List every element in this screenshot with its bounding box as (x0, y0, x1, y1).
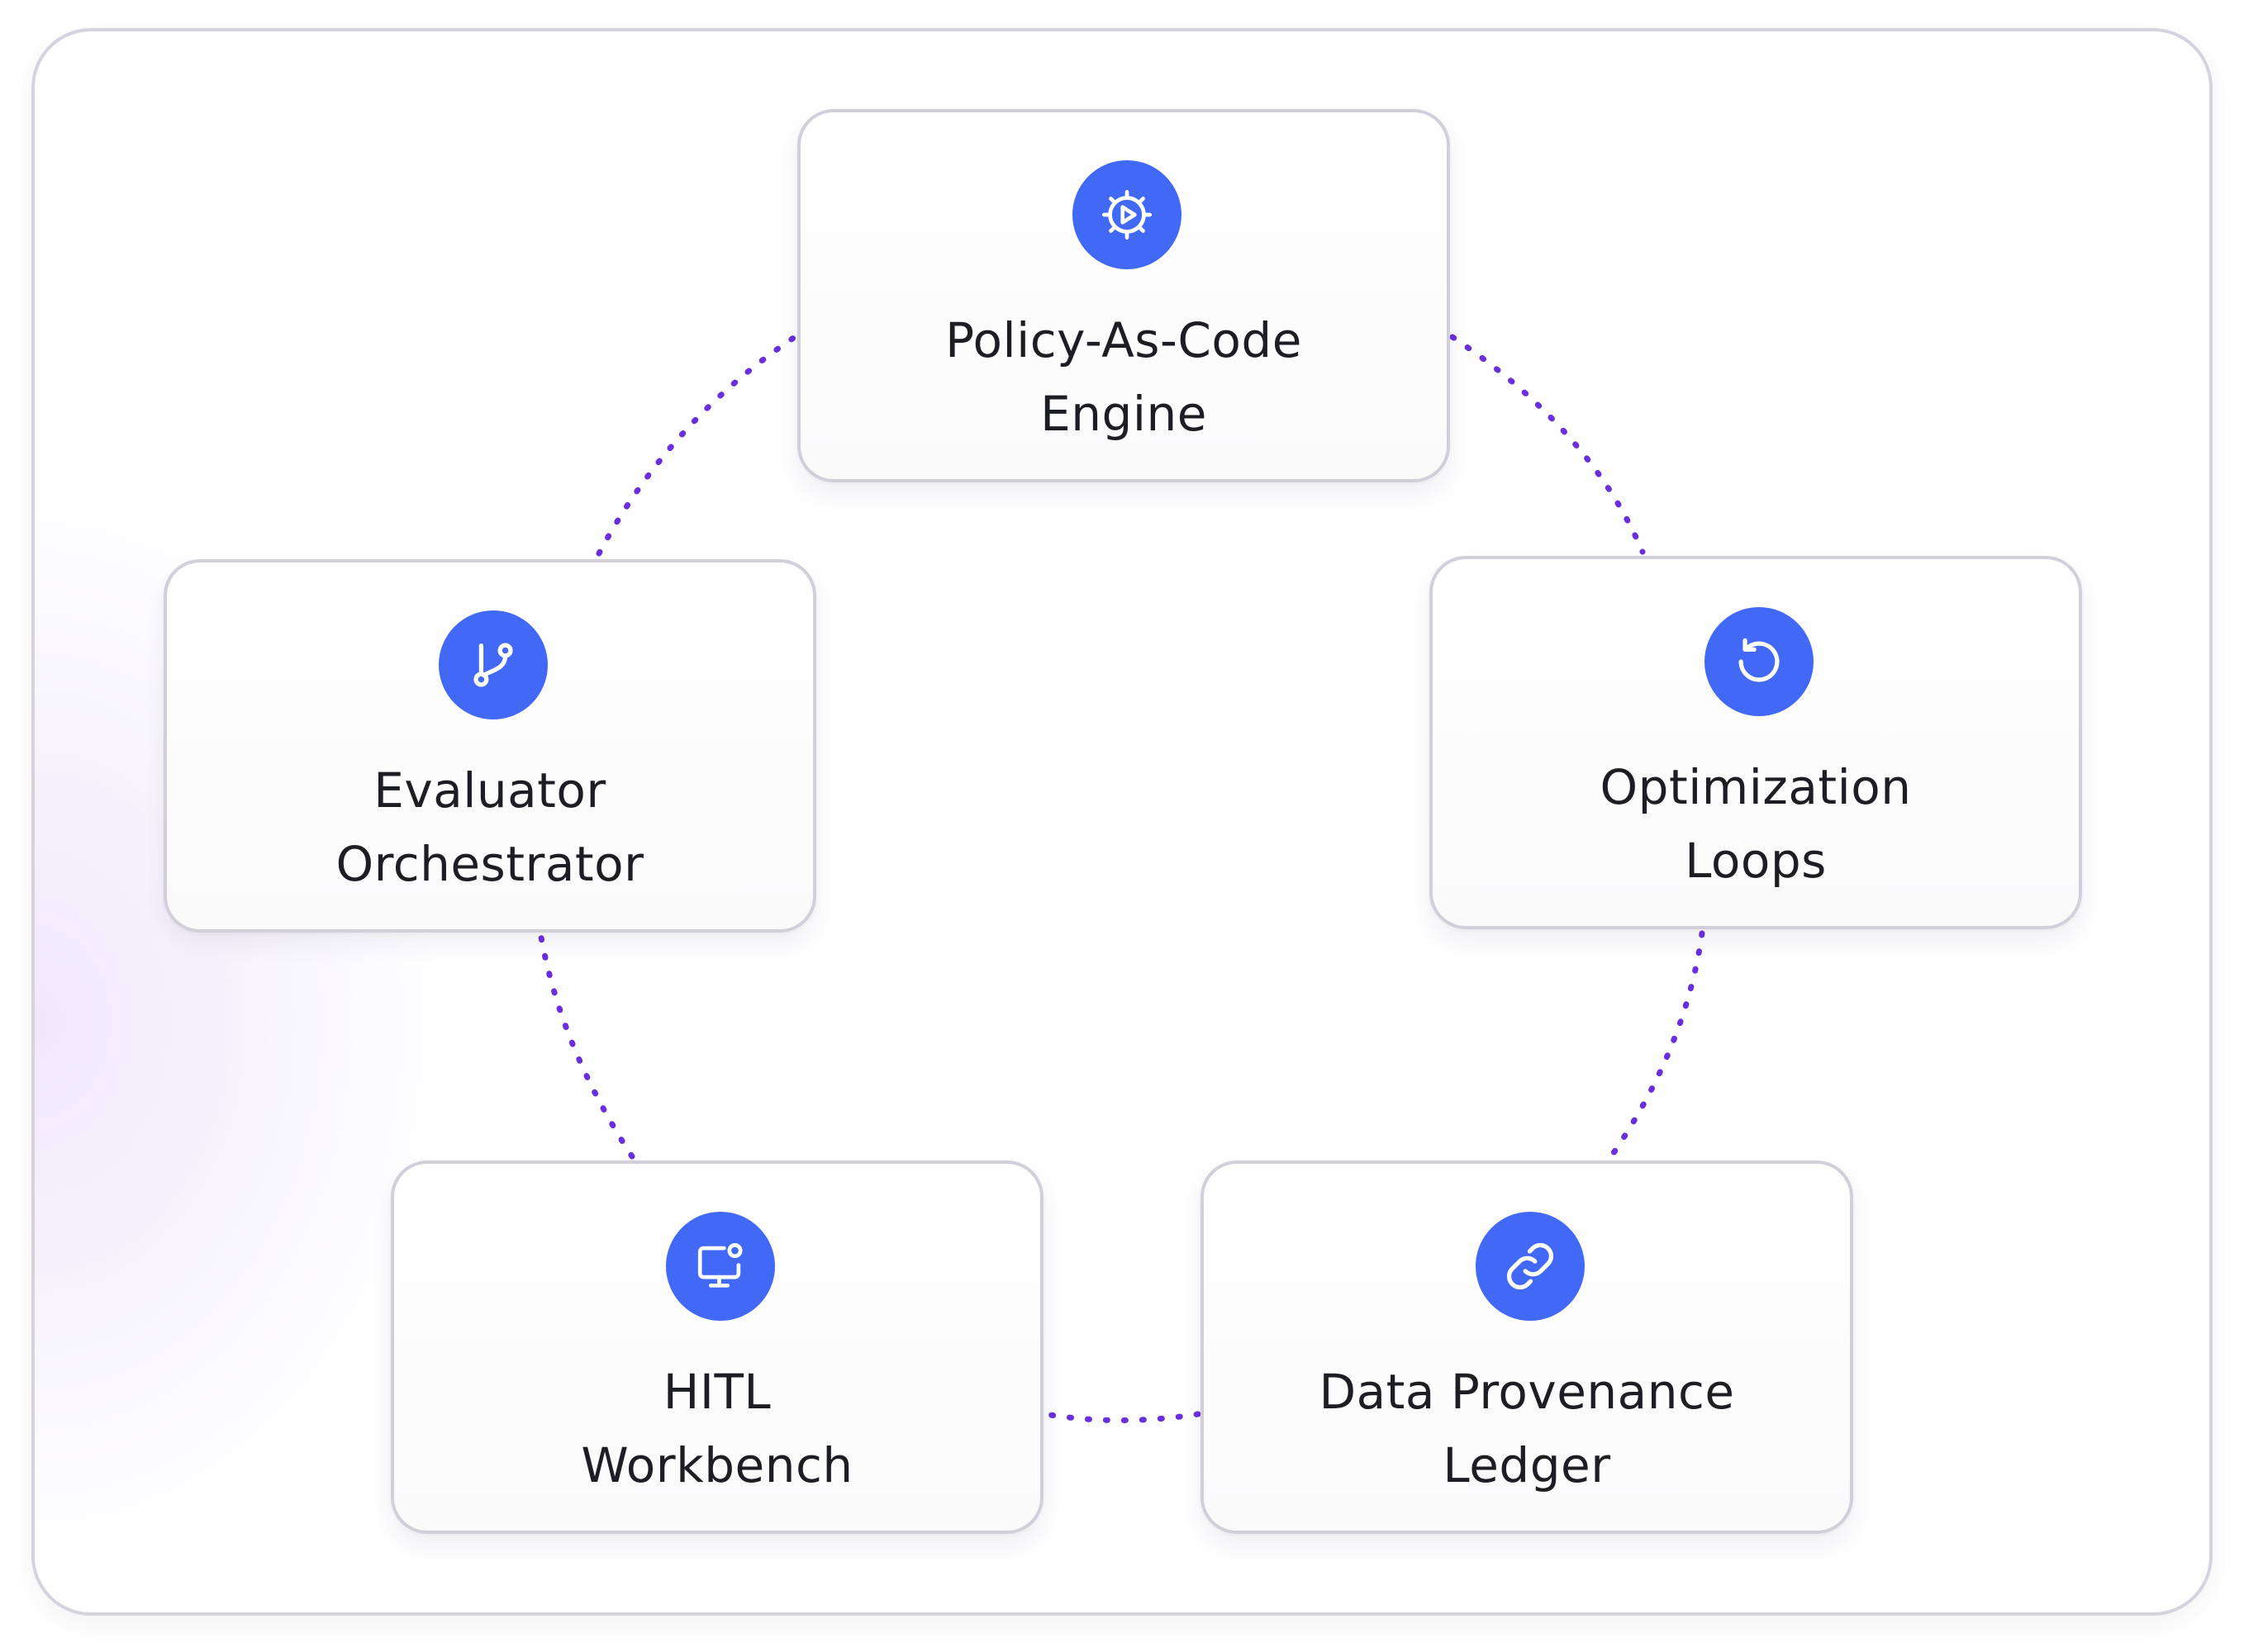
node-label-line1: HITL (663, 1364, 772, 1420)
node-label: HITL Workbench (394, 1355, 1040, 1502)
node-label-line2: Engine (1040, 386, 1207, 442)
node-label-line1: Evaluator (373, 762, 606, 819)
monitor-user-icon (666, 1212, 775, 1321)
node-label-line1: Optimization (1600, 759, 1912, 815)
connector-optimization-to-provenance (1608, 930, 1705, 1160)
node-evaluator-orchestrator[interactable]: Evaluator Orchestrator (164, 559, 816, 933)
node-data-provenance-ledger[interactable]: Data Provenance Ledger (1200, 1161, 1853, 1534)
refresh-icon (1704, 607, 1814, 716)
node-label: Policy-As-Code Engine (801, 304, 1447, 451)
connector-provenance-to-hitl (1042, 1411, 1201, 1423)
connector-policy-to-optimization (1449, 334, 1646, 555)
node-label-line2: Loops (1685, 833, 1827, 889)
node-label-line2: Workbench (581, 1437, 853, 1493)
node-optimization-loops[interactable]: Optimization Loops (1429, 556, 2082, 929)
node-policy-as-code-engine[interactable]: Policy-As-Code Engine (797, 109, 1450, 482)
link-icon (1476, 1212, 1585, 1321)
connector-evaluator-to-policy (596, 334, 798, 557)
node-label: Evaluator Orchestrator (167, 754, 813, 901)
node-label-line2: Ledger (1443, 1437, 1611, 1493)
node-label-line1: Policy-As-Code (945, 312, 1302, 368)
node-label-line1: Data Provenance (1319, 1364, 1735, 1420)
connector-hitl-to-evaluator (538, 934, 635, 1160)
node-label: Data Provenance Ledger (1204, 1355, 1850, 1502)
git-branch-icon (439, 610, 548, 719)
node-label-line2: Orchestrator (335, 836, 644, 892)
gear-play-icon (1072, 160, 1181, 269)
node-label: Optimization Loops (1433, 751, 2079, 898)
node-hitl-workbench[interactable]: HITL Workbench (391, 1161, 1044, 1534)
